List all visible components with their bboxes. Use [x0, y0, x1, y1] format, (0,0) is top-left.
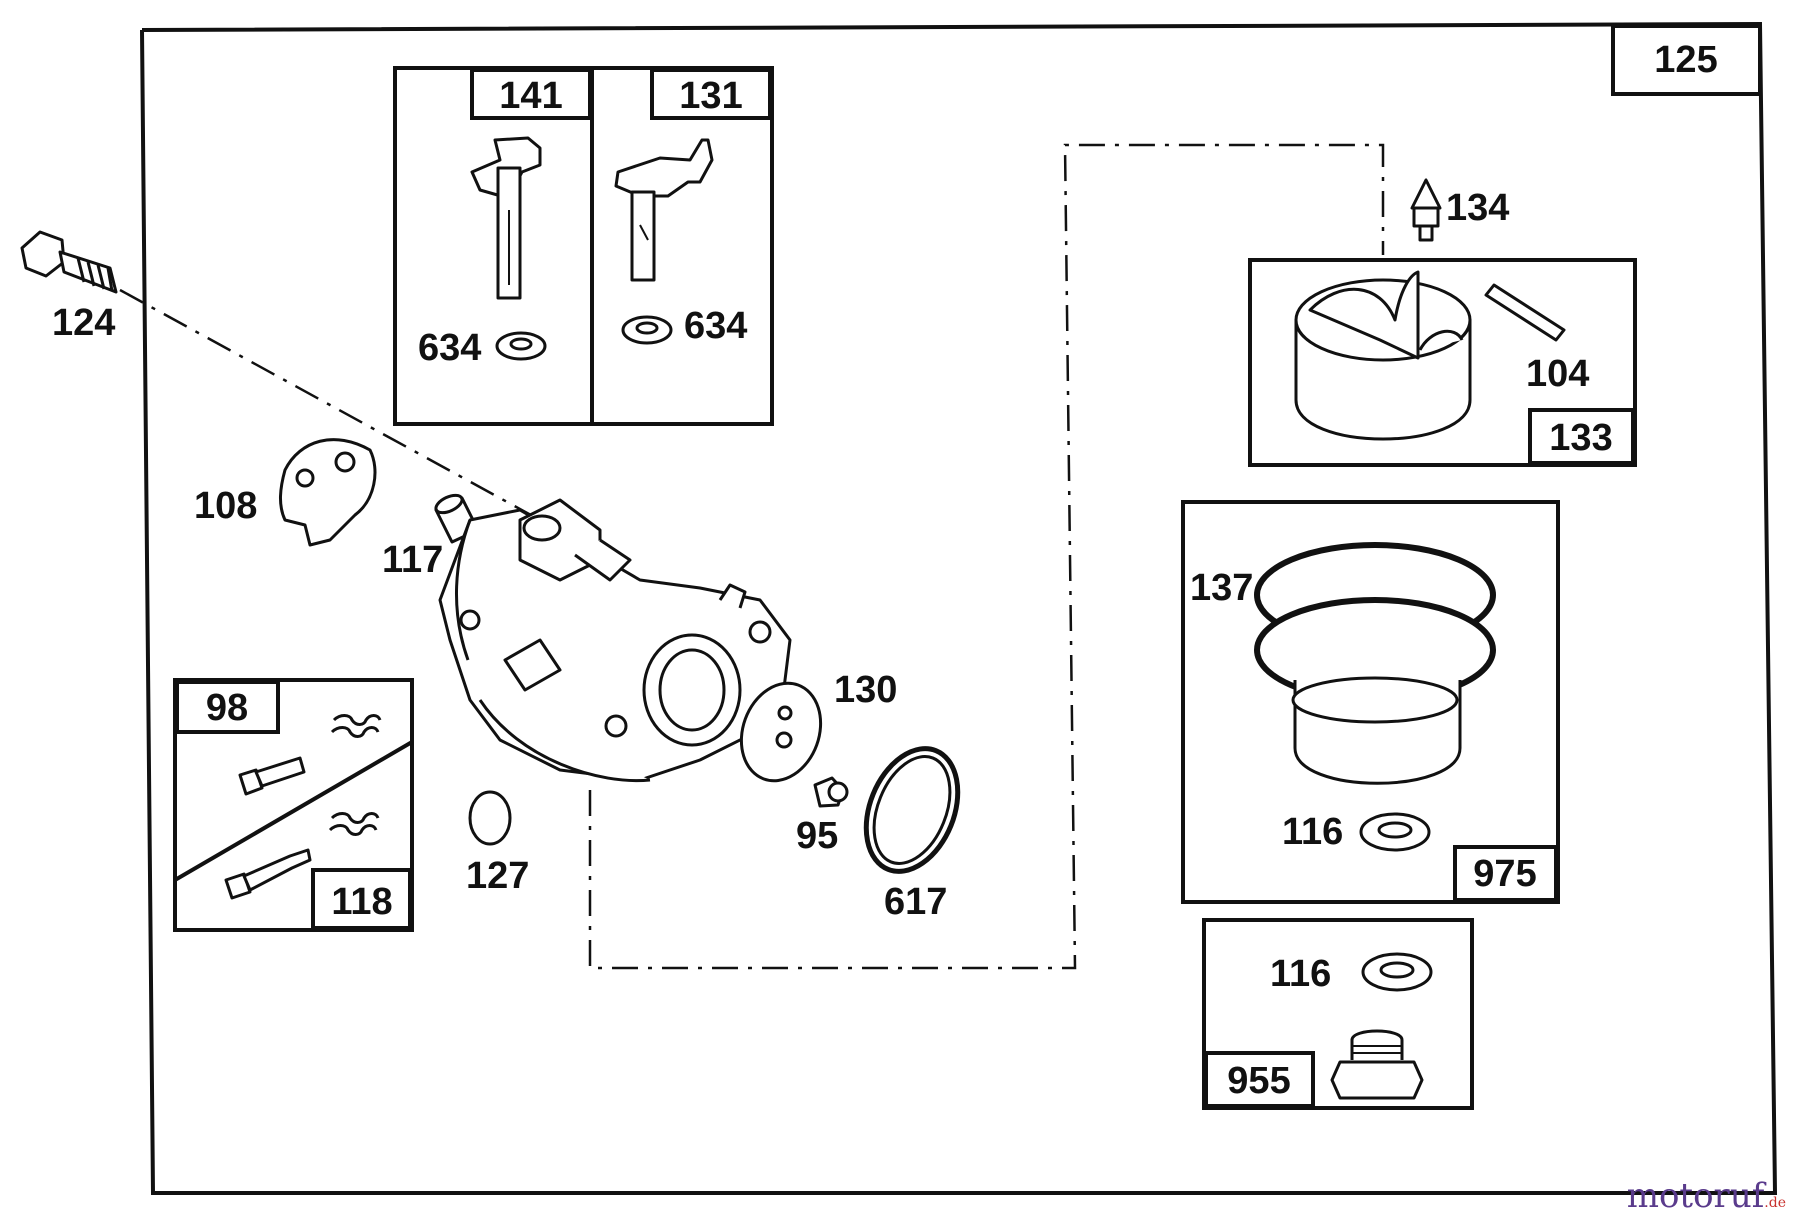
- seal-634-a-icon: [495, 331, 547, 361]
- watermark-logo: motoruf.de: [1627, 1176, 1786, 1216]
- kit-141-label-box: [470, 68, 592, 120]
- float-133-icon: [1294, 270, 1472, 441]
- throttle-shaft-131-icon: [614, 138, 714, 282]
- kit-118-label-box: [311, 868, 412, 930]
- kit-955-label: 955: [1227, 1060, 1290, 1102]
- mixture-needle-118-icon: [224, 812, 380, 900]
- part-label-617: 617: [884, 881, 947, 923]
- part-label-134: 134: [1446, 187, 1509, 229]
- part-label-137: 137: [1190, 567, 1253, 609]
- kit-131-box: [590, 66, 774, 426]
- part-label-95: 95: [796, 815, 838, 857]
- washer-116-b-icon: [1361, 952, 1433, 992]
- welch-plug-127-icon: [468, 790, 512, 846]
- bolt-124-icon: [20, 230, 118, 294]
- kit-98-label: 98: [206, 687, 248, 729]
- carburetor-body-icon: [438, 498, 792, 783]
- diaphragm-130-icon: [739, 681, 823, 783]
- part-label-634-a: 634: [418, 327, 481, 369]
- part-label-127: 127: [466, 855, 529, 897]
- needle-valve-134-icon: [1410, 178, 1442, 242]
- kit-133-label: 133: [1549, 417, 1612, 459]
- kit-118-label: 118: [331, 881, 392, 923]
- assembly-label-box: [1611, 24, 1762, 96]
- part-label-108: 108: [194, 485, 257, 527]
- watermark-brand: motoruf: [1626, 1176, 1765, 1216]
- kit-133-label-box: [1528, 408, 1635, 465]
- kit-98-label-box: [175, 680, 280, 734]
- gasket-617-icon: [863, 746, 961, 874]
- idle-screw-98-icon: [238, 714, 382, 796]
- kit-975-label: 975: [1473, 853, 1536, 895]
- drain-plug-955-icon: [1330, 1029, 1424, 1100]
- part-label-634-b: 634: [684, 305, 747, 347]
- assembly-label: 125: [1654, 39, 1717, 81]
- kit-141-label: 141: [499, 75, 562, 117]
- float-pin-104-icon: [1484, 283, 1566, 342]
- kit-98-118-box: [173, 678, 414, 932]
- part-label-116-b: 116: [1270, 953, 1331, 995]
- kit-98-118-divider: [173, 740, 414, 882]
- washer-116-a-icon: [1359, 812, 1431, 852]
- part-label-116-a: 116: [1282, 811, 1343, 853]
- kit-131-label-box: [650, 68, 772, 120]
- kit-141-box: [393, 66, 594, 426]
- kit-955-box: [1202, 918, 1474, 1110]
- leader-line-carb-to-pump: [588, 143, 1385, 970]
- choke-shaft-141-icon: [470, 136, 542, 300]
- part-label-130: 130: [834, 669, 897, 711]
- leader-line-124: [119, 288, 541, 522]
- watermark-tld: .de: [1764, 1195, 1786, 1211]
- kit-133-box: [1248, 258, 1637, 467]
- seal-634-b-icon: [621, 315, 673, 345]
- kit-131-label: 131: [679, 75, 742, 117]
- part-label-117: 117: [382, 539, 443, 581]
- choke-plate-108-icon: [279, 438, 377, 547]
- kit-975-box: [1181, 500, 1560, 904]
- kit-955-label-box: [1204, 1051, 1315, 1108]
- kit-975-label-box: [1453, 845, 1558, 902]
- part-label-124: 124: [52, 302, 115, 344]
- float-bowl-975-icon: [1254, 542, 1496, 785]
- part-label-104: 104: [1526, 353, 1589, 395]
- main-frame: [140, 21, 1778, 1195]
- screw-95-icon: [813, 776, 849, 808]
